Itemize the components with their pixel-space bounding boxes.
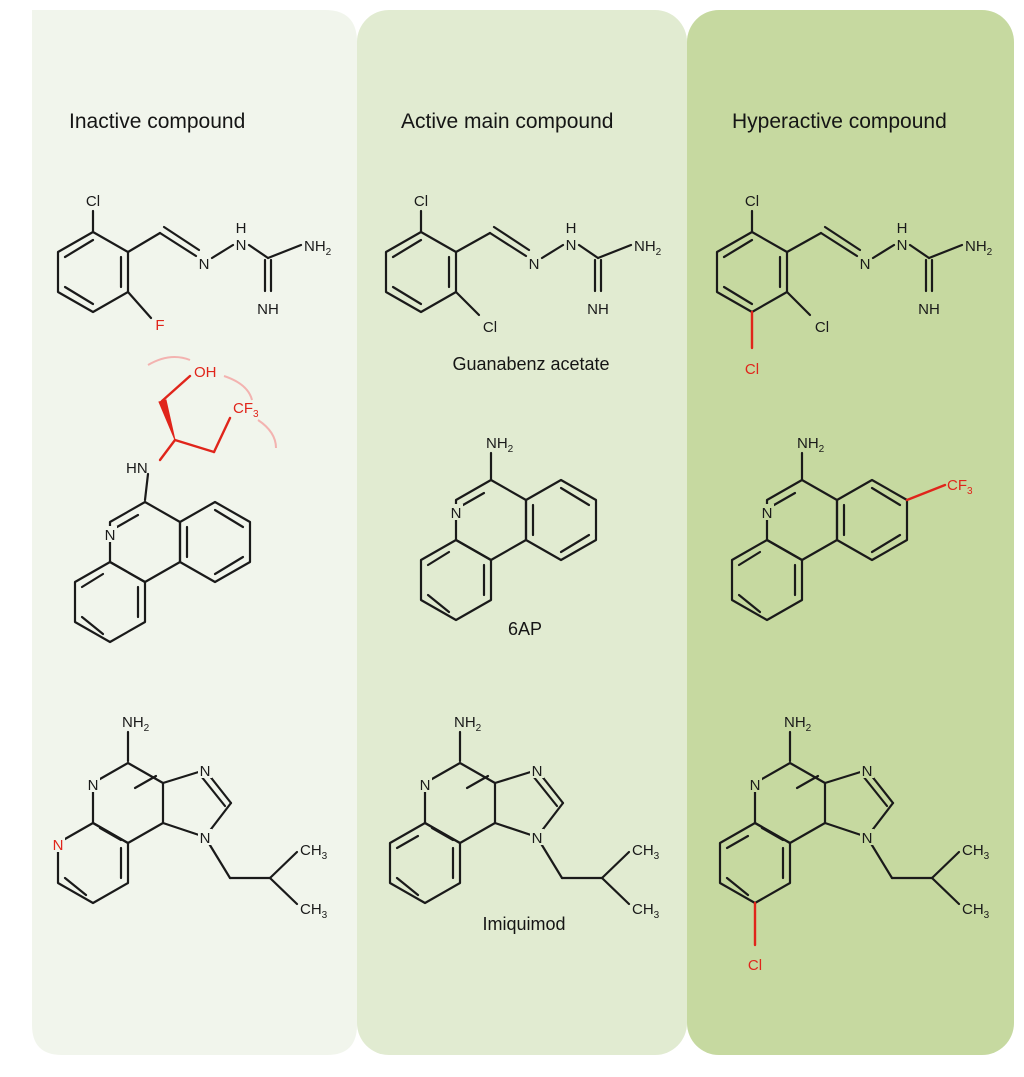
atom-label-highlight: F <box>155 317 164 334</box>
atom-label: NH2 <box>304 238 332 258</box>
caption-imiquimod: Imiquimod <box>482 914 565 934</box>
molecule-inactive-imiquimod-analog: N N N N NH2 CH3 CH3 <box>51 714 328 921</box>
atom-label: N <box>420 777 431 794</box>
atom-label: CH3 <box>632 901 660 921</box>
atom-label: N <box>236 237 247 254</box>
atom-label: NH <box>257 301 279 318</box>
atom-label-highlight: N <box>53 837 64 854</box>
atom-label: NH2 <box>965 238 993 258</box>
atom-label: N <box>862 830 873 847</box>
atom-label: Cl <box>414 193 428 210</box>
atom-label: H <box>566 220 577 237</box>
atom-label: N <box>88 777 99 794</box>
molecule-hyper-guanabenz-analog: Cl Cl Cl N N H NH2 NH <box>715 193 993 378</box>
atom-label: CH3 <box>962 901 990 921</box>
atom-label: Cl <box>86 193 100 210</box>
atom-label: NH2 <box>634 238 662 258</box>
atom-label: N <box>862 763 873 780</box>
atom-label: Cl <box>483 319 497 336</box>
panel-hyper-background <box>687 10 1014 1055</box>
atom-label: N <box>199 256 210 273</box>
panel-inactive-title: Inactive compound <box>69 110 245 133</box>
atom-label: NH2 <box>454 714 482 734</box>
atom-label: N <box>529 256 540 273</box>
atom-label: CH3 <box>632 842 660 862</box>
atom-label-highlight: CF3 <box>947 477 973 497</box>
atom-label: CH3 <box>300 901 328 921</box>
atom-label: Cl <box>745 193 759 210</box>
atom-label: N <box>532 830 543 847</box>
atom-label-highlight: Cl <box>745 361 759 378</box>
atom-label: N <box>200 830 211 847</box>
molecule-inactive-guanabenz-analog: Cl F N N H NH2 NH <box>56 193 332 334</box>
atom-label: N <box>860 256 871 273</box>
atom-label: Cl <box>815 319 829 336</box>
caption-guanabenz-acetate: Guanabenz acetate <box>452 354 609 374</box>
atom-label: CH3 <box>300 842 328 862</box>
atom-label: N <box>105 527 116 544</box>
atom-label: H <box>897 220 908 237</box>
molecule-inactive-6ap-analog: OH CF3 HN N <box>73 355 277 644</box>
caption-6ap: 6AP <box>508 619 542 639</box>
atom-label: HN <box>126 460 148 477</box>
atom-label: H <box>236 220 247 237</box>
panel-active-background <box>357 10 687 1055</box>
atom-label: NH <box>918 301 940 318</box>
panel-active-title: Active main compound <box>401 110 613 133</box>
atom-label: NH2 <box>797 435 825 455</box>
atom-label: NH2 <box>122 714 150 734</box>
atom-label: NH <box>587 301 609 318</box>
atom-label: N <box>897 237 908 254</box>
atom-label: N <box>762 505 773 522</box>
atom-label: N <box>750 777 761 794</box>
atom-label: N <box>200 763 211 780</box>
molecule-imiquimod: N N N NH2 CH3 CH3 <box>388 714 660 921</box>
panel-inactive-background <box>32 10 357 1055</box>
molecule-hyper-6ap-analog: N NH2 CF3 <box>730 435 973 622</box>
atom-label-highlight: OH <box>194 364 217 381</box>
panel-hyper-title: Hyperactive compound <box>732 110 947 133</box>
atom-label: N <box>451 505 462 522</box>
atom-label: N <box>566 237 577 254</box>
atom-label: NH2 <box>784 714 812 734</box>
atom-label: NH2 <box>486 435 514 455</box>
molecule-guanabenz: Cl Cl N N H NH2 NH <box>384 193 662 336</box>
molecule-6ap: N NH2 <box>419 435 598 622</box>
atom-label-highlight: Cl <box>748 957 762 974</box>
atom-label: N <box>532 763 543 780</box>
molecule-hyper-imiquimod-analog: N N N NH2 CH3 CH3 Cl <box>718 714 990 974</box>
atom-label: CH3 <box>962 842 990 862</box>
atom-label-highlight: CF3 <box>233 400 259 420</box>
